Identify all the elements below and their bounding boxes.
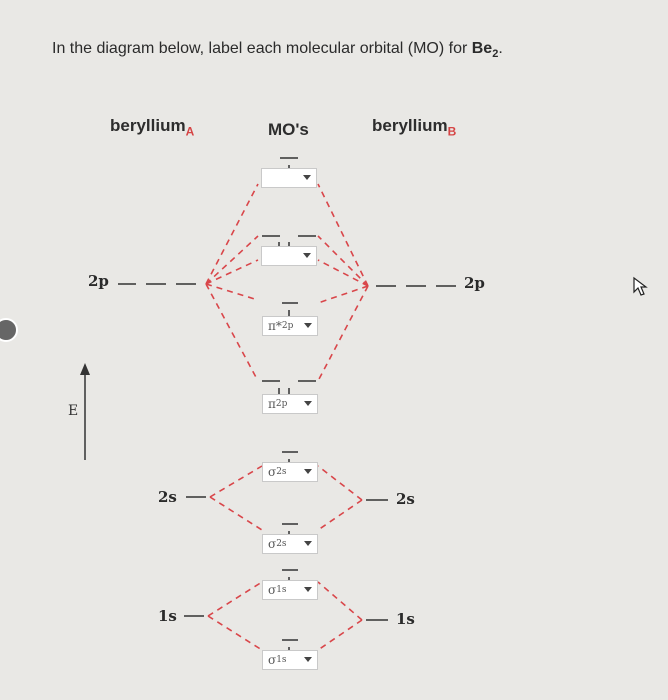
collapse-tab-icon[interactable] xyxy=(0,318,18,342)
mo-dropdown-1[interactable] xyxy=(261,168,317,188)
chevron-down-icon xyxy=(304,469,312,474)
left-2s-label: 2s xyxy=(158,488,177,506)
right-2s-label: 2s xyxy=(396,490,415,508)
right-atomic-levels xyxy=(366,285,456,621)
correlation-lines xyxy=(205,183,369,651)
right-1s-label: 1s xyxy=(396,610,415,628)
mouse-cursor-icon xyxy=(633,276,648,296)
energy-arrow xyxy=(80,363,90,460)
mo-dropdown-3[interactable]: π*2p xyxy=(262,316,318,336)
question-prompt: In the diagram below, label each molecul… xyxy=(52,40,503,61)
molecule-formula: Be2 xyxy=(471,40,499,61)
header-beryllium-b: berylliumB xyxy=(372,116,457,139)
chevron-down-icon xyxy=(304,323,312,328)
left-1s-label: 1s xyxy=(158,607,177,625)
chevron-down-icon xyxy=(303,175,311,180)
prompt-text: In the diagram below, label each molecul… xyxy=(52,40,472,57)
right-2p-label: 2p xyxy=(464,274,485,292)
chevron-down-icon xyxy=(304,541,312,546)
left-atomic-levels xyxy=(118,283,206,617)
header-beryllium-a: berylliumA xyxy=(110,116,195,139)
chevron-down-icon xyxy=(304,587,312,592)
chevron-down-icon xyxy=(304,401,312,406)
mo-levels xyxy=(262,157,316,654)
left-2p-label: 2p xyxy=(88,272,109,290)
mo-dropdown-2[interactable] xyxy=(261,246,317,266)
header-mos: MO's xyxy=(268,120,309,139)
energy-axis-label: E xyxy=(68,403,79,419)
chevron-down-icon xyxy=(304,657,312,662)
chevron-down-icon xyxy=(303,253,311,258)
